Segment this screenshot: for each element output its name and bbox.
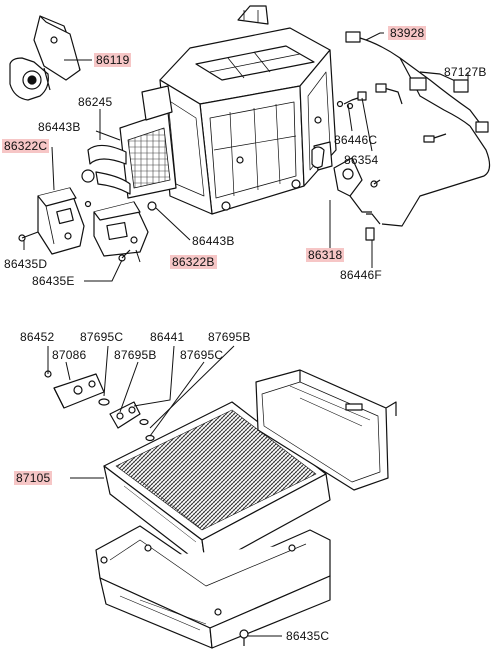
bottom-screw <box>239 629 249 646</box>
label-87127B: 87127B <box>444 65 487 79</box>
label-86441: 86441 <box>150 330 185 344</box>
mode-servo-part <box>9 15 81 101</box>
label-86322B: 86322B <box>170 255 217 269</box>
label-87086: 87086 <box>52 348 87 362</box>
label-86446F: 86446F <box>340 268 382 282</box>
label-86435C: 86435C <box>286 629 330 643</box>
pipe-block-part <box>109 401 141 429</box>
air-mix-servo-86322C <box>37 187 85 255</box>
label-87695C-b: 87695C <box>180 348 224 362</box>
leader-lines <box>23 32 469 637</box>
label-87695B-a: 87695B <box>208 330 251 344</box>
lower-case-part <box>95 525 331 649</box>
label-87695B-b: 87695B <box>114 348 157 362</box>
sensor-86318 <box>311 146 375 241</box>
label-86354: 86354 <box>344 153 379 167</box>
label-86318: 86318 <box>306 248 345 262</box>
screw-parts-upper <box>18 100 381 262</box>
label-86443B-mid: 86443B <box>192 234 235 248</box>
wiring-harness-part <box>343 31 491 227</box>
label-87695C-a: 87695C <box>80 330 124 344</box>
o-rings <box>98 398 155 442</box>
expansion-valve-part <box>44 370 105 409</box>
heater-case-part <box>81 5 337 215</box>
label-83928: 83928 <box>388 26 427 40</box>
label-86443B-top: 86443B <box>38 120 81 134</box>
evaporator-side-case-part <box>255 369 397 491</box>
label-86245: 86245 <box>78 95 113 109</box>
label-86119: 86119 <box>94 53 132 67</box>
label-87105: 87105 <box>14 471 53 485</box>
servo-86322B <box>93 201 149 257</box>
label-86452: 86452 <box>20 330 55 344</box>
label-86435E: 86435E <box>32 274 75 288</box>
label-86435D: 86435D <box>4 257 48 271</box>
label-86446C: 86446C <box>334 133 378 147</box>
label-86322C: 86322C <box>2 139 50 153</box>
